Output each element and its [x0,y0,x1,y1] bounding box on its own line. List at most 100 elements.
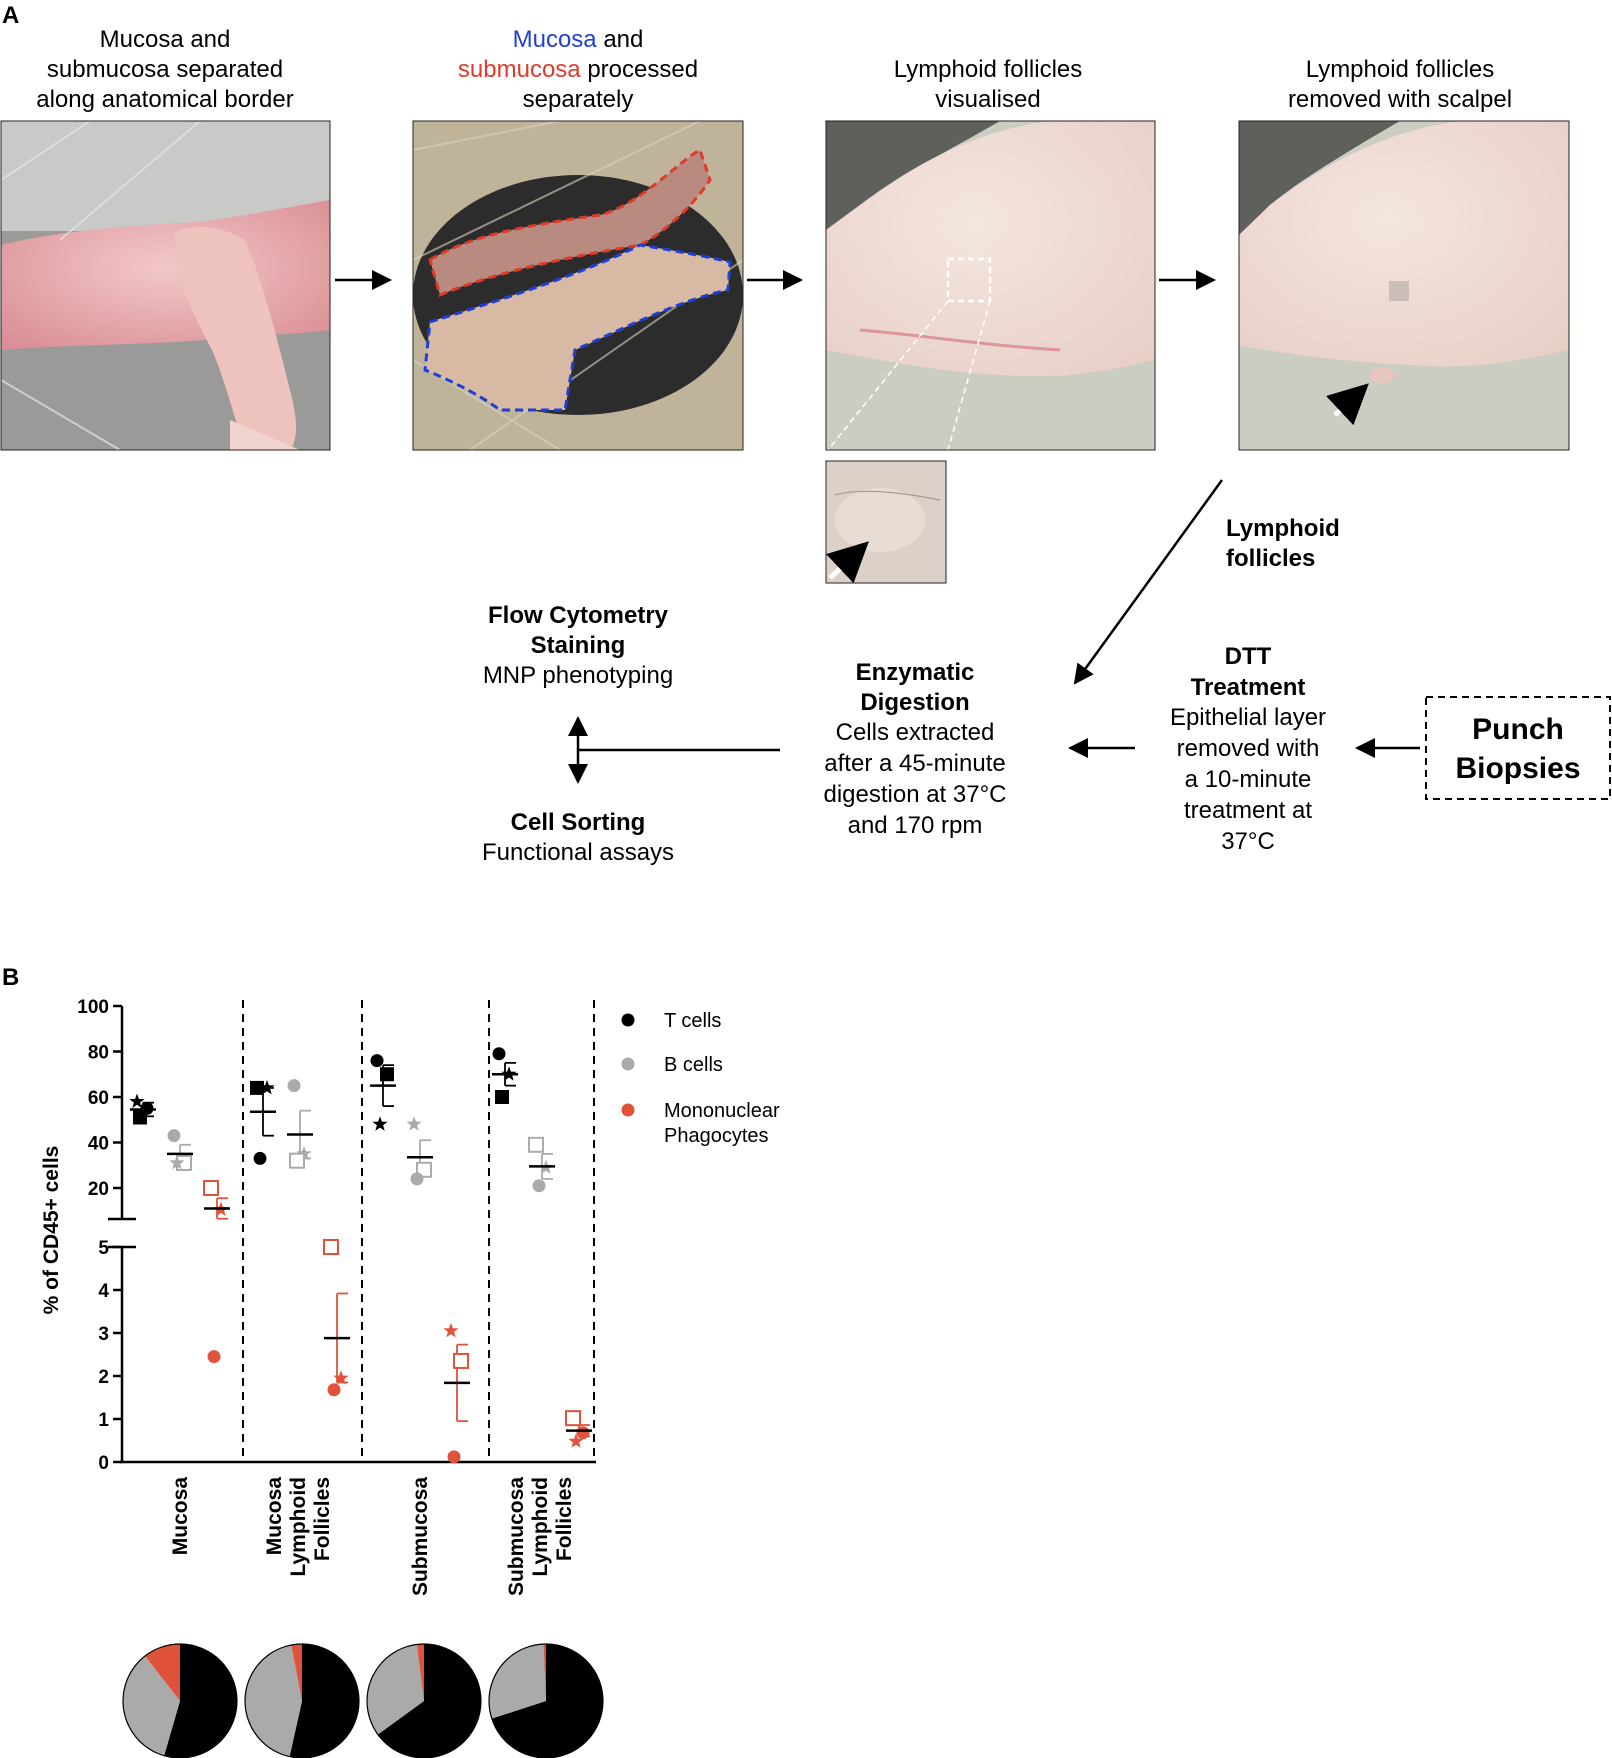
data-point-square [416,1161,432,1178]
pie-slice-t-cells [289,1644,359,1758]
y-tick-label: 2 [98,1367,109,1388]
y-tick-label: 20 [88,1179,109,1200]
data-point-square [133,1110,147,1125]
svg-text:Cells extracted: Cells extracted [836,719,995,746]
x-group-label: Submucosa [409,1477,432,1596]
cell-sorting-block: Cell Sorting Functional assays [482,809,674,866]
svg-text:Cell Sorting: Cell Sorting [511,809,646,836]
svg-text:DTT: DTT [1225,643,1272,670]
svg-text:a 10-minute: a 10-minute [1185,766,1312,793]
enzymatic-digestion-block: Enzymatic Digestion Cells extracted afte… [823,659,1006,839]
panel-b-label: B [2,964,19,991]
data-point-star [129,1093,145,1108]
svg-text:submucosa processed: submucosa processed [458,56,698,83]
pie-outline [122,1643,238,1758]
data-point-square [528,1136,544,1153]
svg-text:submucosa separated: submucosa separated [47,56,283,83]
data-point-star [372,1116,388,1131]
pie-slice-t-cells [164,1644,237,1758]
punch-biopsies-box: Punch Biopsies [1425,696,1611,800]
pie-4 [488,1643,604,1758]
svg-text:Mucosa and: Mucosa and [513,26,644,53]
pie-slice-b-cells [244,1645,302,1757]
svg-text:Functional assays: Functional assays [482,839,674,866]
svg-text:and 170 rpm: and 170 rpm [848,812,983,839]
svg-text:Mucosa and: Mucosa and [100,26,231,53]
data-point-circle [253,1151,267,1165]
step-1-caption: Mucosa and submucosa separated along ana… [36,26,294,113]
removed-follicle-arrow [1326,383,1369,426]
legend-marker [621,1057,635,1071]
x-group-label: Lymphoid [287,1477,310,1577]
submucosa-word: submucosa [458,56,581,83]
data-point-square [203,1180,219,1196]
svg-text:Epithelial layer: Epithelial layer [1170,704,1326,731]
x-group-label: Follicles [553,1477,576,1561]
svg-text:separately: separately [523,86,634,113]
flow-cytometry-block: Flow Cytometry Staining MNP phenotyping [483,602,673,689]
panel-a-label: A [2,2,19,29]
photo-mucosa-submucosa-separated [0,120,331,451]
data-point-square [250,1080,264,1095]
pie-1 [122,1643,238,1758]
svg-text:Treatment: Treatment [1191,674,1306,701]
data-point-circle [287,1079,301,1093]
data-point-square [289,1152,305,1169]
svg-text:Enzymatic: Enzymatic [856,659,975,686]
y-tick-label: 1 [98,1410,109,1431]
pie-3 [366,1643,482,1758]
svg-text:Biopsies: Biopsies [1455,752,1580,785]
step-2-caption: Mucosa and submucosa processed separatel… [458,26,698,113]
data-point-circle [492,1047,506,1061]
photo-follicles-removed [1238,120,1570,451]
pie-slice-b-cells [122,1655,180,1756]
x-group-label: Mucosa [263,1477,286,1556]
x-group-label: Submucosa [505,1477,528,1596]
series-mononuclear-phagocytes [203,1180,592,1464]
x-group-label: Mucosa [169,1477,192,1556]
x-group-label: Follicles [311,1477,334,1561]
y-tick-label: 60 [88,1088,109,1109]
y-tick-label: 80 [88,1043,109,1064]
pie-outline [244,1643,360,1758]
data-point-circle [410,1172,424,1186]
mucosa-word: Mucosa [513,26,598,53]
legend-marker [621,1013,635,1027]
x-group-label: Lymphoid [529,1477,552,1577]
photo-follicle-inset [825,460,947,584]
svg-text:along anatomical border: along anatomical border [36,86,294,113]
svg-text:Lymphoid follicles: Lymphoid follicles [1306,56,1495,83]
svg-text:Punch: Punch [1472,713,1564,746]
composition-pie-charts [122,1643,604,1758]
pie-outline [366,1643,482,1758]
pie-slice-mononuclear-phagocytes [291,1644,302,1701]
svg-text:follicles: follicles [1226,545,1315,572]
pie-slice-b-cells [367,1644,424,1735]
data-point-star [568,1433,584,1448]
data-point-square [380,1067,394,1082]
data-point-square [495,1090,509,1104]
data-point-circle [207,1350,221,1364]
svg-text:removed with: removed with [1177,735,1320,762]
svg-text:Staining: Staining [531,632,626,659]
svg-text:treatment at: treatment at [1184,797,1312,824]
svg-text:digestion at 37°C: digestion at 37°C [823,781,1006,808]
pie-outline [488,1643,604,1758]
lymphoid-follicles-label: Lymphoid follicles [1226,515,1340,572]
data-point-square [323,1239,339,1255]
step-3-caption: Lymphoid follicles visualised [894,56,1083,113]
legend-label: T cells [664,1010,721,1032]
svg-text:Lymphoid: Lymphoid [1226,515,1340,542]
pie-slice-mononuclear-phagocytes [416,1644,424,1701]
pie-2 [244,1643,360,1758]
series-b-cells [167,1079,555,1193]
svg-text:MNP phenotyping: MNP phenotyping [483,662,673,689]
split-arrow [568,716,780,784]
svg-text:visualised: visualised [935,86,1040,113]
pie-slice-b-cells [489,1644,546,1719]
y-tick-label: 0 [98,1453,109,1474]
data-point-circle [532,1179,546,1193]
